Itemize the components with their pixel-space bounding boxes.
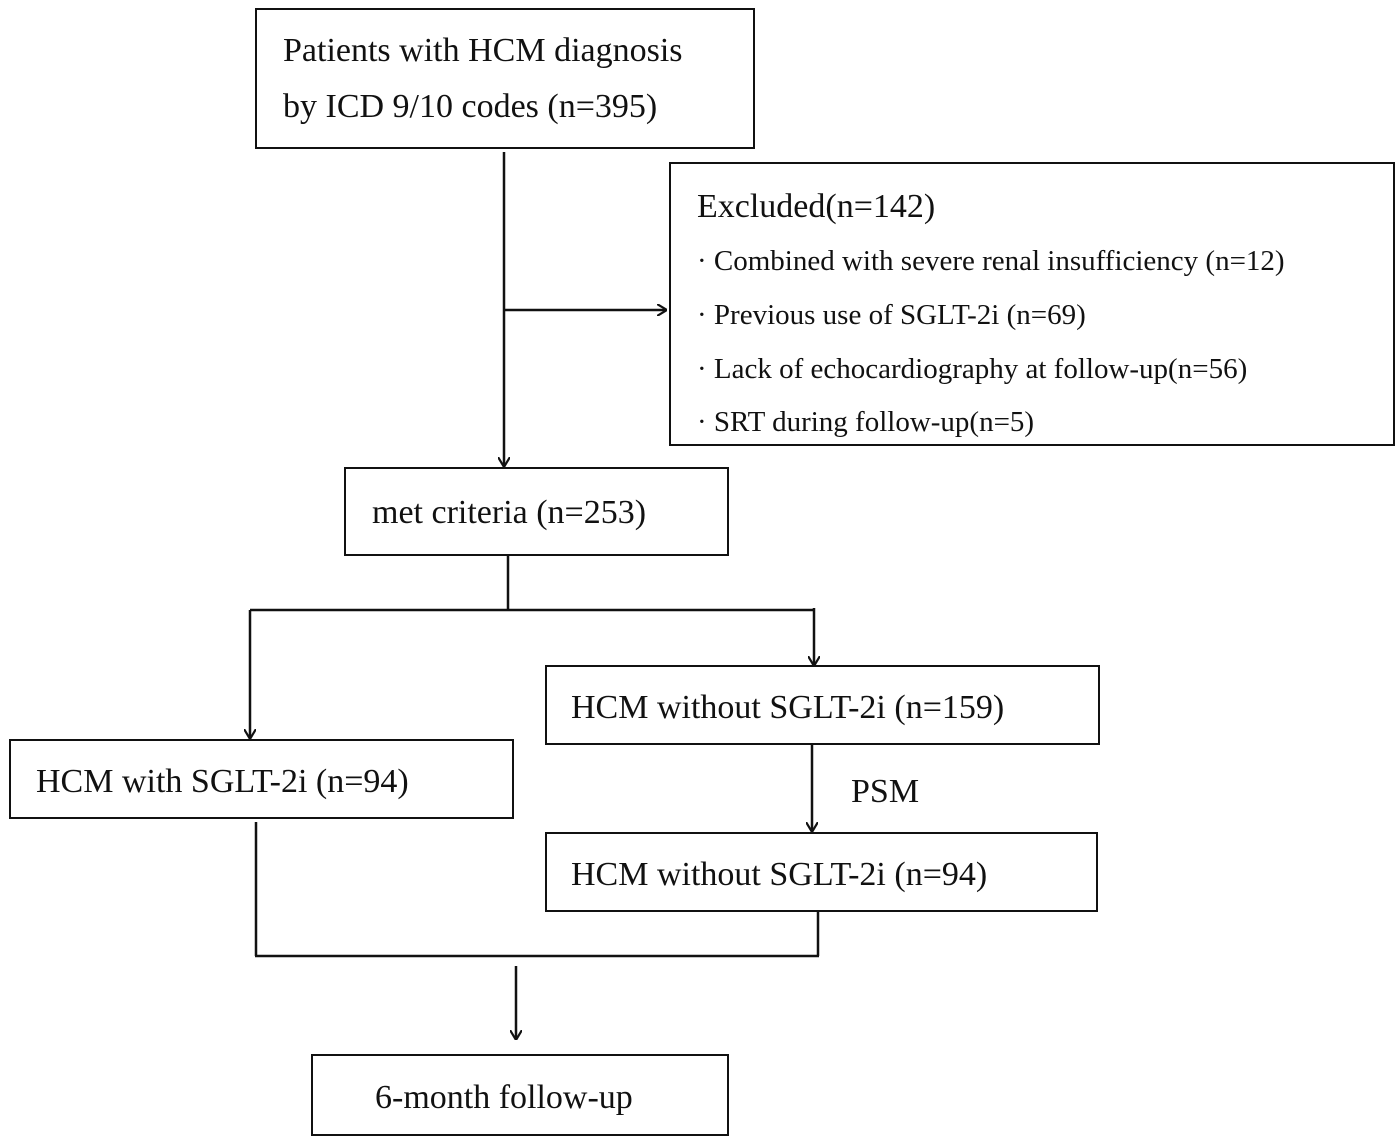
excluded-item-no-echo: · Lack of echocardiography at follow-up(… — [697, 353, 1248, 385]
start-line1: Patients with HCM diagnosis — [283, 32, 683, 69]
box-hcm-diagnosis: Patients with HCM diagnosis by ICD 9/10 … — [255, 8, 755, 149]
without-sglt2i-label: HCM without SGLT-2i (n=159) — [571, 689, 1005, 726]
box-met-criteria: met criteria (n=253) — [344, 467, 729, 556]
excluded-title: Excluded(n=142) — [697, 188, 936, 225]
follow-up-label: 6-month follow-up — [375, 1079, 633, 1116]
box-hcm-without-sglt2i-matched: HCM without SGLT-2i (n=94) — [545, 832, 1098, 912]
box-hcm-without-sglt2i: HCM without SGLT-2i (n=159) — [545, 665, 1100, 745]
excluded-item-renal: · Combined with severe renal insufficien… — [697, 245, 1285, 277]
excluded-item-previous-sglt2i: · Previous use of SGLT-2i (n=69) — [697, 299, 1086, 331]
psm-label: PSM — [851, 773, 920, 810]
with-sglt2i-label: HCM with SGLT-2i (n=94) — [36, 763, 409, 800]
without-sglt2i-matched-label: HCM without SGLT-2i (n=94) — [571, 856, 988, 893]
met-criteria-label: met criteria (n=253) — [372, 494, 647, 531]
box-excluded: Excluded(n=142) · Combined with severe r… — [669, 162, 1395, 446]
box-hcm-with-sglt2i: HCM with SGLT-2i (n=94) — [9, 739, 514, 819]
start-line2: by ICD 9/10 codes (n=395) — [283, 88, 658, 125]
box-follow-up: 6-month follow-up — [311, 1054, 729, 1136]
excluded-item-srt: · SRT during follow-up(n=5) — [697, 406, 1035, 438]
